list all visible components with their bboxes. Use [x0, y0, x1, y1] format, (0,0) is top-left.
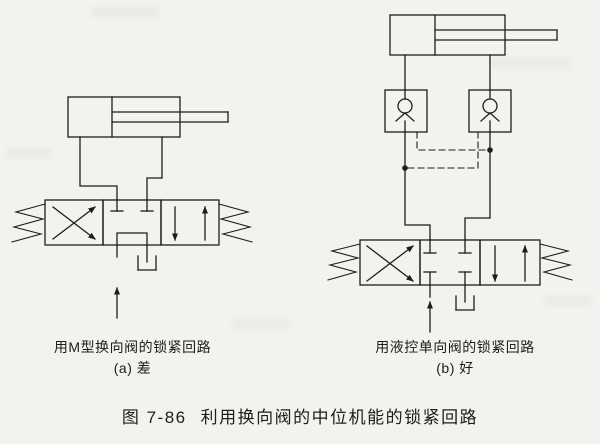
diagram-a-subcaption: (a) 差: [113, 360, 152, 376]
valve-position-center-m-type: [102, 199, 162, 246]
main-lines-b: [404, 131, 491, 241]
diagram-b-pilot-check-valve-locking-circuit: [327, 14, 573, 333]
line-port-B: [146, 136, 163, 201]
diagram-a-caption: 用M型换向阀的锁紧回路: [53, 339, 212, 355]
line-right-to-valve: [464, 131, 491, 241]
hydraulic-cylinder-a: [67, 96, 229, 138]
pilot-check-valve-left: [384, 89, 428, 133]
m-center-symbol: [110, 199, 154, 246]
check-seat: [480, 112, 500, 122]
cylinder-body: [67, 96, 181, 138]
tank-symbol-b: [455, 284, 475, 311]
hydraulic-cylinder-b: [389, 14, 558, 56]
return-spring-left: [11, 203, 46, 243]
figure-number: 图 7-86: [121, 408, 187, 427]
valve-position-center-closed: [419, 239, 481, 286]
pilot-control-lines: [402, 131, 493, 171]
return-spring-right: [539, 243, 573, 281]
bleed-artifact: [492, 58, 570, 69]
check-ball: [397, 98, 413, 114]
pilot-line-right-valve: [404, 131, 479, 169]
pilot-check-valve-right: [468, 89, 512, 133]
figure-caption: 图 7-86 利用换向阀的中位机能的锁紧回路: [0, 403, 600, 428]
line-left-to-valve: [404, 131, 431, 241]
check-seat: [395, 112, 415, 122]
diagram-b-subcaption: (b) 好: [436, 360, 474, 376]
parallel-flow-arrows: [492, 245, 528, 282]
closed-center-symbol: [423, 239, 472, 286]
bleed-artifact: [92, 6, 158, 18]
line-port-A: [79, 136, 118, 201]
tank-symbol-a: [137, 244, 157, 271]
valve-position-right: [160, 199, 220, 246]
cylinder-port-lines-b: [404, 54, 491, 91]
junction-dot: [487, 147, 493, 153]
parallel-flow-arrows: [172, 206, 208, 241]
diagram-b-caption: 用液控单向阀的锁紧回路: [375, 339, 535, 355]
return-spring-left: [327, 243, 361, 281]
directional-valve-b: [327, 239, 573, 286]
directional-valve-a: [11, 199, 253, 246]
cylinder-port-lines-a: [79, 136, 163, 201]
check-valve-box: [384, 89, 428, 133]
figure-title: 利用换向阀的中位机能的锁紧回路: [200, 408, 479, 427]
bleed-artifact: [544, 296, 592, 307]
crossed-flow-arrows: [52, 206, 96, 240]
junction-dot: [402, 165, 408, 171]
valve-position-right: [479, 239, 541, 286]
check-ball: [482, 98, 498, 114]
pilot-line-left-valve: [416, 131, 491, 151]
diagram-a-m-type-locking-circuit: [11, 96, 253, 319]
cylinder-body: [389, 14, 506, 56]
return-spring-right: [218, 203, 253, 243]
bleed-artifact: [6, 148, 52, 159]
crossed-flow-arrows: [366, 245, 414, 282]
bleed-artifact: [232, 318, 290, 329]
